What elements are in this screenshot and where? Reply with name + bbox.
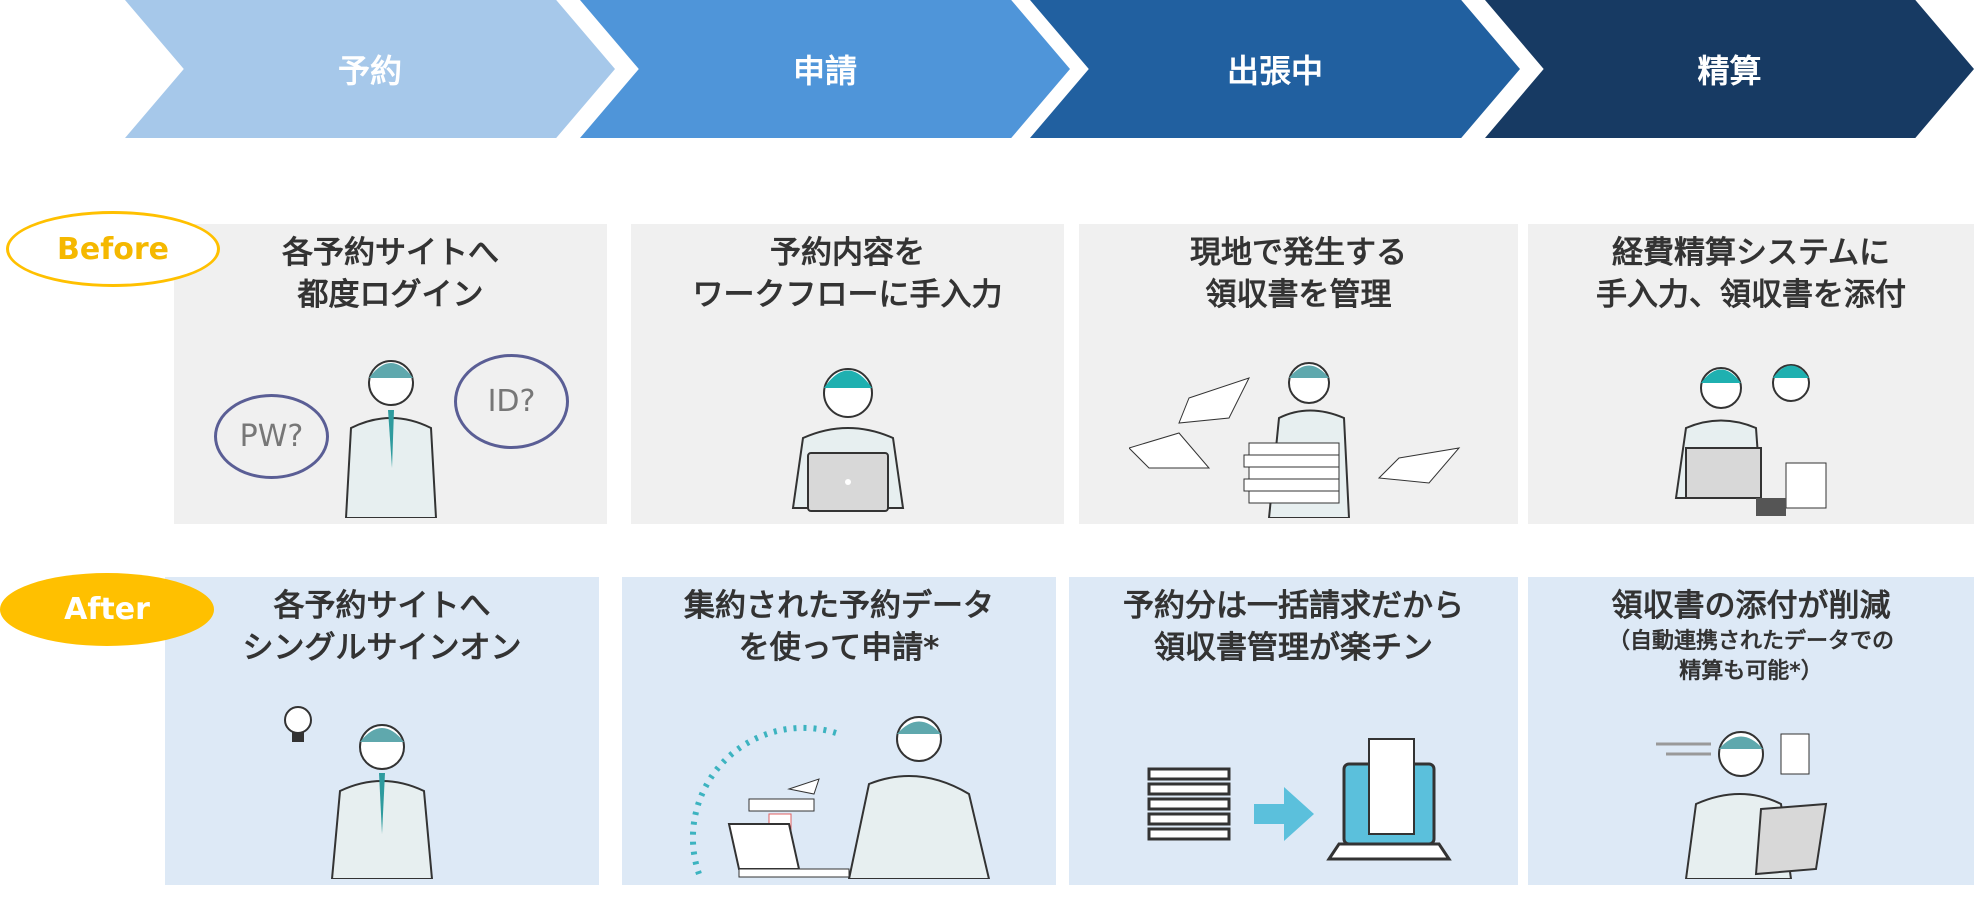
- phase-settlement: 精算: [1485, 0, 1974, 138]
- panel-title: 集約された予約データ: [684, 588, 994, 624]
- phase-label: 精算: [1697, 52, 1762, 90]
- businessman-receipts-illustration: [1128, 362, 1460, 518]
- panel-title: を使って申請*: [738, 630, 940, 666]
- businessman-arms-crossed-illustration: [344, 360, 437, 518]
- before-label-text: Before: [56, 231, 170, 267]
- after-panel-trip: 予約分は一括請求だから領収書管理が楽チン: [1069, 577, 1518, 885]
- before-label: Before: [6, 211, 220, 287]
- phase-label: 申請: [792, 52, 857, 90]
- panel-title: ワークフローに手入力: [692, 277, 1003, 313]
- panel-title: 予約分は一括請求だから: [1123, 588, 1464, 624]
- after-panel-application: 集約された予約データを使って申請*: [622, 577, 1056, 885]
- businessman-laptop-receipt-illustration: [1656, 731, 1828, 879]
- phase-reservation: 予約: [125, 0, 615, 138]
- panel-title: 各予約サイトへ: [273, 588, 491, 624]
- panel-title: 都度ログイン: [297, 277, 484, 313]
- businessman-confident-illustration: [330, 724, 434, 879]
- before-panel-trip: 現地で発生する領収書を管理: [1079, 224, 1518, 524]
- panel-subtitle: （自動連携されたデータでの: [1607, 629, 1894, 654]
- speech-bubble: PW?: [214, 394, 329, 479]
- panel-title: 現地で発生する: [1190, 235, 1407, 271]
- businessman-laptop-illustration: [791, 368, 904, 512]
- panel-title: 領収書管理が楽チン: [1154, 630, 1433, 666]
- before-panel-settlement: 経費精算システムに手入力、領収書を添付: [1528, 224, 1974, 524]
- businessmen-paperwork-illustration: [1674, 364, 1827, 516]
- speech-bubble: ID?: [454, 354, 569, 449]
- receipts-to-laptop-illustration: [1147, 738, 1452, 861]
- phase-application: 申請: [580, 0, 1070, 138]
- bubble-text: ID?: [487, 384, 536, 419]
- panel-title: 予約内容を: [770, 235, 925, 271]
- before-panel-application: 予約内容をワークフローに手入力: [631, 224, 1064, 524]
- panel-subtitle: 精算も可能*）: [1679, 659, 1823, 684]
- phase-business-trip: 出張中: [1030, 0, 1520, 138]
- phase-label: 出張中: [1226, 52, 1323, 90]
- before-panel-reservation: 各予約サイトへ都度ログイン PW? ID?: [174, 224, 607, 524]
- businessman-booking-data-illustration: [689, 716, 991, 879]
- after-panel-reservation: 各予約サイトへシングルサインオン: [165, 577, 599, 885]
- bubble-text: PW?: [239, 419, 304, 454]
- panel-title: 領収書を管理: [1205, 277, 1392, 313]
- after-label-text: After: [64, 592, 150, 627]
- after-label: After: [0, 573, 214, 646]
- panel-title: 経費精算システムに: [1611, 235, 1891, 271]
- panel-title: 領収書の添付が削減: [1611, 588, 1891, 624]
- panel-title: 各予約サイトへ: [282, 235, 499, 271]
- after-panel-settlement: 領収書の添付が削減 （自動連携されたデータでの精算も可能*）: [1528, 577, 1974, 885]
- lightbulb-icon: [284, 706, 312, 742]
- panel-title: シングルサインオン: [242, 630, 522, 666]
- phase-label: 予約: [337, 52, 402, 90]
- panel-title: 手入力、領収書を添付: [1596, 277, 1906, 313]
